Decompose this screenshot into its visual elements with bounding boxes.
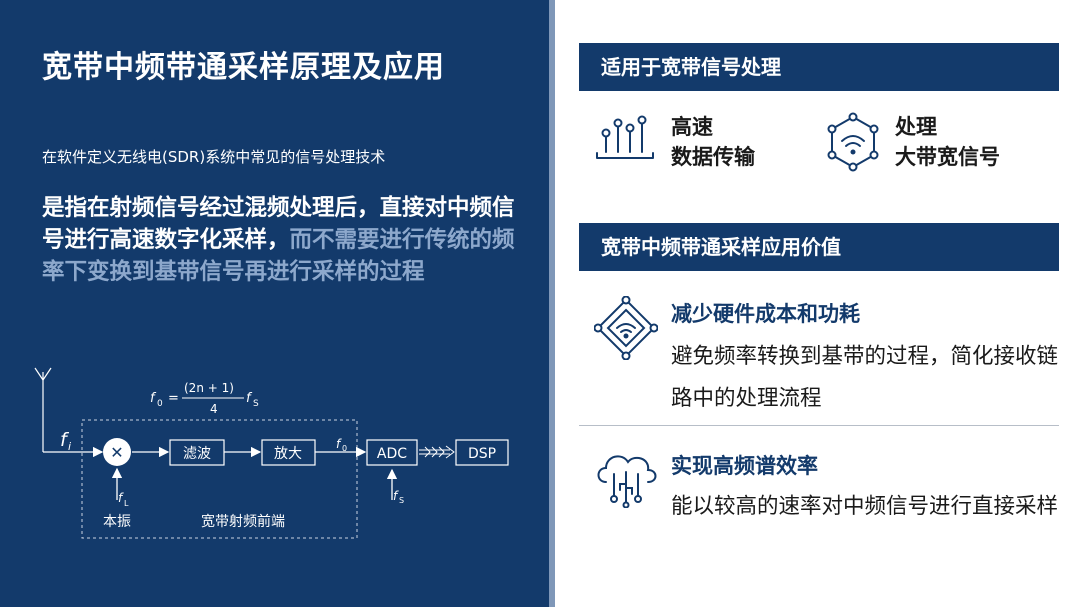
definition-muted: 而不需要进行传统的频率下变换到基带信号再进行采样的过程	[42, 227, 515, 285]
amplifier-block	[261, 439, 316, 466]
frontend-label: 宽带射频前端	[201, 513, 285, 530]
panel-divider	[549, 0, 555, 607]
feature-wide-bandwidth-line1: 处理	[895, 115, 937, 139]
lo-name: 本振	[103, 514, 131, 530]
frontend-dashed-box	[81, 419, 358, 539]
network-wifi-icon	[594, 296, 658, 360]
value-header: 宽带中频带通采样应用价值	[579, 223, 1059, 271]
amplifier-label: 放大	[274, 446, 302, 462]
value-2-desc: 能以较高的速率对中频信号进行直接采样	[671, 494, 1059, 519]
value-1-desc: 避免频率转换到基带的过程，简化接收链路中的处理流程	[671, 344, 1059, 411]
left-panel	[0, 0, 549, 607]
wifi-hexagon-icon	[827, 112, 879, 172]
formula-f0-sub: 0	[157, 399, 163, 409]
formula-f0: f	[150, 391, 157, 406]
section-separator	[579, 425, 1059, 426]
feature-wide-bandwidth-line2: 大带宽信号	[895, 145, 1000, 169]
feature-wide-bandwidth: 处理 大带宽信号	[895, 112, 1000, 172]
value-1-title: 减少硬件成本和功耗	[671, 302, 860, 326]
lo-label: f	[118, 491, 124, 505]
filter-block	[169, 439, 225, 466]
input-label-sub: i	[68, 440, 71, 453]
definition-text: 是指在射频信号经过混频处理后，直接对中频信号进行高速数字化采样，而不需要进行传统…	[42, 192, 522, 288]
formula-fs: f	[246, 391, 253, 406]
mixer-symbol: ✕	[110, 443, 123, 462]
mixer-node	[103, 438, 131, 466]
adc-label: ADC	[377, 446, 407, 462]
filter-label: 滤波	[183, 446, 211, 462]
antenna-icon	[34, 367, 52, 452]
page-title: 宽带中频带通采样原理及应用	[42, 50, 445, 85]
feature-high-speed-line1: 高速	[671, 115, 713, 139]
formula-equals: =	[168, 391, 179, 406]
formula-fs-sub: S	[253, 399, 259, 409]
formula-numerator: (2n + 1)	[184, 381, 234, 395]
formula: f 0 = (2n + 1) 4 f S	[150, 381, 259, 416]
definition-bold: 是指在射频信号经过混频处理后，直接对中频信号进行高速数字化采样，	[42, 195, 515, 253]
digital-bus-arrow	[419, 445, 455, 459]
sampling-block-diagram: f 0 = (2n + 1) 4 f S f i ✕ f L 本振 滤波 放大 …	[34, 367, 509, 539]
f0-label-sub: 0	[342, 444, 347, 453]
dsp-label: DSP	[468, 446, 496, 462]
sample-label-sub: S	[399, 496, 404, 505]
cloud-circuit-icon	[597, 455, 657, 508]
page-subtitle: 在软件定义无线电(SDR)系统中常见的信号处理技术	[42, 148, 386, 166]
feature-high-speed: 高速 数据传输	[671, 112, 755, 172]
formula-denominator: 4	[210, 402, 218, 416]
suitable-header: 适用于宽带信号处理	[579, 43, 1059, 91]
dsp-block	[455, 439, 509, 466]
adc-block	[366, 439, 418, 466]
feature-high-speed-line2: 数据传输	[671, 145, 755, 169]
input-label: f	[60, 429, 70, 451]
f0-label: f	[336, 437, 342, 451]
lo-label-sub: L	[124, 499, 129, 508]
data-transfer-icon	[596, 115, 654, 159]
value-2-title: 实现高频谱效率	[671, 454, 818, 478]
sample-label: f	[393, 489, 399, 503]
